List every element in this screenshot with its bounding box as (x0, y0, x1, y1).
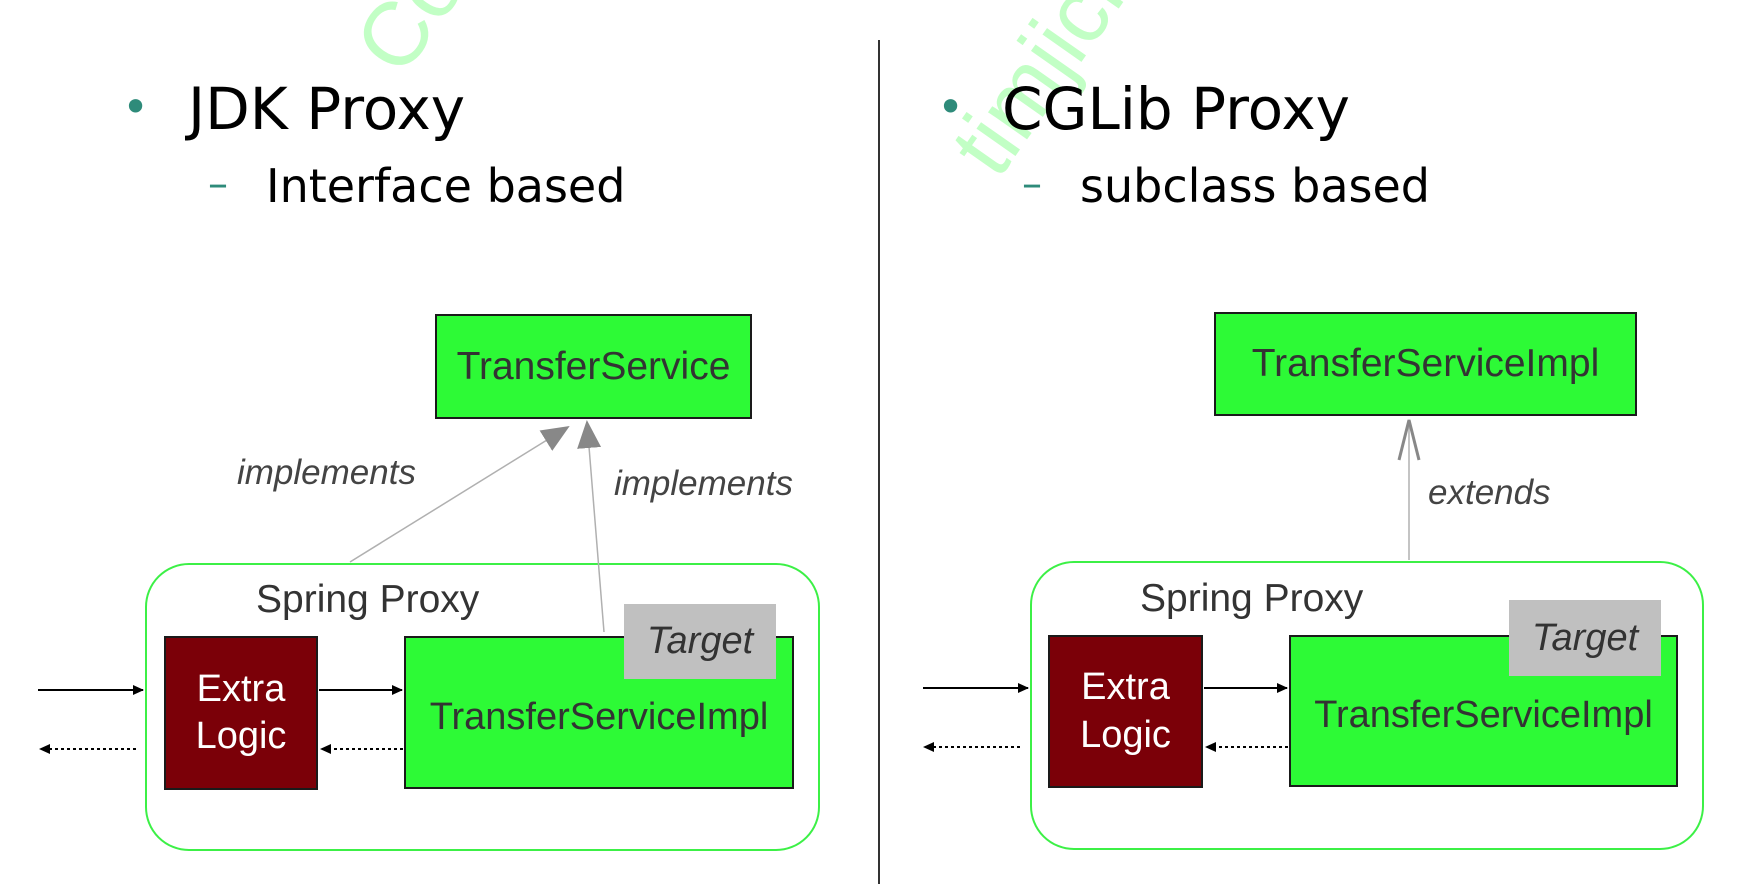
spring-proxy-label: Spring Proxy (1140, 577, 1364, 620)
transfer-service-impl-class-box: TransferServiceImpl (1214, 312, 1637, 416)
dash-icon: – (208, 161, 228, 207)
extends-arrow-head (1397, 419, 1421, 461)
right-subheading: subclass based (1080, 159, 1430, 213)
left-heading: JDK Proxy (188, 75, 466, 143)
extra-logic-line1: Extra (1081, 666, 1170, 708)
spring-proxy-label: Spring Proxy (256, 578, 480, 621)
extra-logic-line2: Logic (1080, 713, 1171, 756)
column-divider (878, 40, 880, 884)
bullet-icon: • (122, 80, 150, 134)
spring-proxy-container (145, 563, 820, 851)
dash-icon: – (1022, 161, 1042, 207)
transfer-service-interface-box: TransferService (435, 314, 752, 419)
extends-label: extends (1428, 473, 1551, 512)
spring-proxy-container (1030, 561, 1704, 850)
implements-label-left: implements (237, 453, 416, 492)
extra-logic-box: Extra Logic (164, 636, 318, 790)
extra-logic-line1: Extra (196, 667, 286, 710)
right-heading: CGLib Proxy (1002, 75, 1350, 143)
implements-arrow-proxy (349, 425, 570, 563)
extra-logic-box: Extra Logic (1048, 635, 1203, 788)
extra-logic-line2: Logic (195, 715, 287, 757)
target-tag: Target (624, 604, 776, 679)
target-tag: Target (1509, 600, 1661, 676)
bullet-icon: • (937, 80, 965, 134)
left-subheading: Interface based (266, 159, 626, 213)
implements-label-right: implements (614, 464, 793, 503)
